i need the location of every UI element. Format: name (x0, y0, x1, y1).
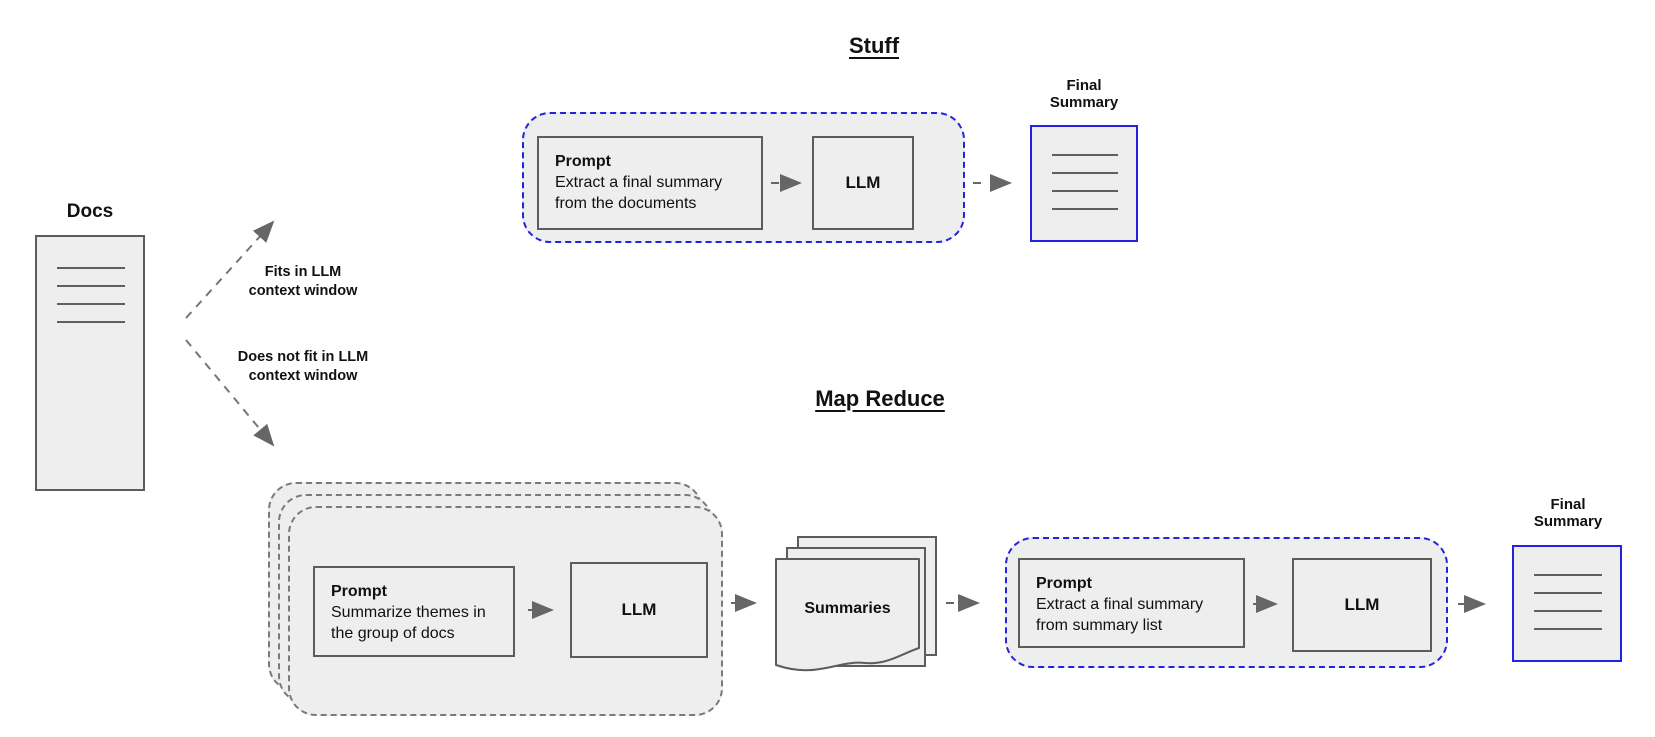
stuff-final-line2: Summary (1049, 94, 1119, 111)
stuff-prompt-body: Extract a final summary from the documen… (555, 174, 723, 212)
reduce-llm-label: LLM (1344, 595, 1380, 614)
reduce-prompt-body: Extract a final summary from summary lis… (1036, 596, 1204, 634)
map-prompt-heading: Prompt (331, 583, 387, 600)
branch-fits-line2: context window (248, 283, 358, 299)
stuff-llm-box: LLM (812, 136, 914, 230)
map-reduce-final-summary-document-icon (1512, 545, 1622, 662)
reduce-llm-box: LLM (1292, 558, 1432, 652)
branch-fits-line1: Fits in LLM (264, 264, 342, 280)
stuff-prompt-heading: Prompt (555, 153, 611, 170)
document-lines (1534, 574, 1602, 630)
map-prompt-body: Summarize themes in the group of docs (331, 604, 486, 642)
map-llm-label: LLM (621, 600, 657, 619)
map-llm-box: LLM (570, 562, 708, 658)
docs-label: Docs (66, 201, 114, 222)
stuff-final-summary-label: Final Summary (1050, 77, 1118, 111)
document-lines (57, 267, 125, 323)
summaries-page-front-icon (775, 558, 920, 672)
branch-not-fit-label: Does not fit in LLM context window (238, 348, 368, 386)
map-reduce-final-line2: Summary (1533, 513, 1603, 530)
branch-fits-label: Fits in LLM context window (249, 263, 358, 301)
stuff-llm-label: LLM (845, 173, 881, 192)
map-reduce-final-summary-label: Final Summary (1534, 496, 1602, 530)
docs-document-icon (35, 235, 145, 491)
summaries-label: Summaries (804, 600, 891, 617)
stuff-final-line1: Final (1066, 77, 1102, 94)
reduce-prompt-heading: Prompt (1036, 575, 1092, 592)
branch-not-fit-line1: Does not fit in LLM (237, 349, 369, 365)
stuff-final-summary-document-icon (1030, 125, 1138, 242)
branch-not-fit-line2: context window (248, 368, 358, 384)
map-reduce-final-line1: Final (1550, 496, 1586, 513)
map-reduce-title: Map Reduce (815, 386, 945, 411)
document-lines (1052, 154, 1118, 210)
stuff-title: Stuff (848, 33, 900, 58)
